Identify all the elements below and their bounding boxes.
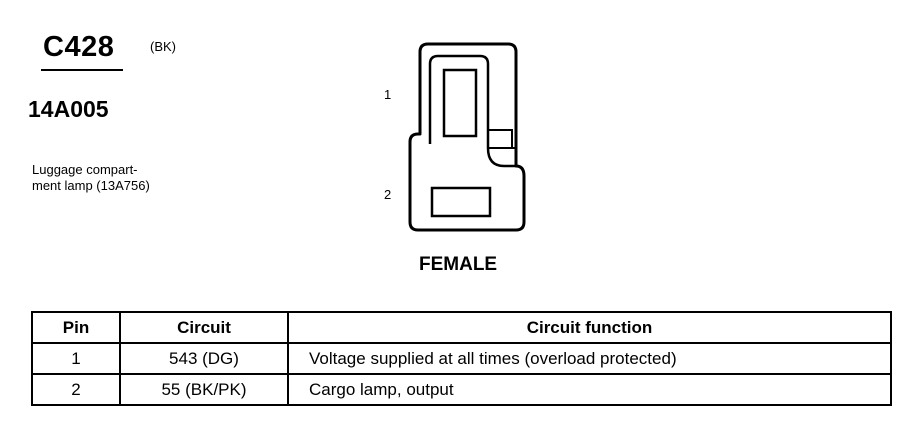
connector-color: (BK) [150, 39, 176, 54]
part-number: 14A005 [28, 96, 109, 122]
description-line: ment lamp (13A756) [32, 178, 150, 193]
function-cell: Voltage supplied at all times (overload … [287, 342, 892, 375]
table-row: 1 543 (DG) Voltage supplied at all times… [31, 342, 892, 375]
pin-cell: 2 [31, 373, 121, 406]
connector-latch-tab [487, 129, 513, 149]
pinout-table: Pin Circuit Circuit function 1 543 (DG) … [31, 311, 892, 406]
table-row: 2 55 (BK/PK) Cargo lamp, output [31, 373, 892, 406]
terminal-1 [442, 68, 478, 138]
pin-label-1: 1 [384, 87, 392, 102]
column-header-function: Circuit function [287, 311, 892, 344]
connector-id: C428 [43, 31, 115, 63]
connector-view-label: FEMALE [419, 254, 498, 275]
table-header-row: Pin Circuit Circuit function [31, 311, 892, 344]
terminal-1-cavity-side [428, 54, 439, 144]
circuit-cell: 55 (BK/PK) [119, 373, 289, 406]
description-line: Luggage compart- [32, 162, 138, 177]
column-header-circuit: Circuit [119, 311, 289, 344]
function-cell: Cargo lamp, output [287, 373, 892, 406]
connector-id-underline [41, 69, 123, 71]
pin-label-2: 2 [384, 187, 392, 202]
connector-description: Luggage compart- ment lamp (13A756) [32, 162, 192, 194]
column-header-pin: Pin [31, 311, 121, 344]
pin-cell: 1 [31, 342, 121, 375]
connector-housing-outline [408, 42, 526, 232]
connector-face-drawing [408, 42, 526, 232]
circuit-cell: 543 (DG) [119, 342, 289, 375]
terminal-1-cavity [438, 54, 516, 168]
terminal-2 [430, 186, 492, 218]
